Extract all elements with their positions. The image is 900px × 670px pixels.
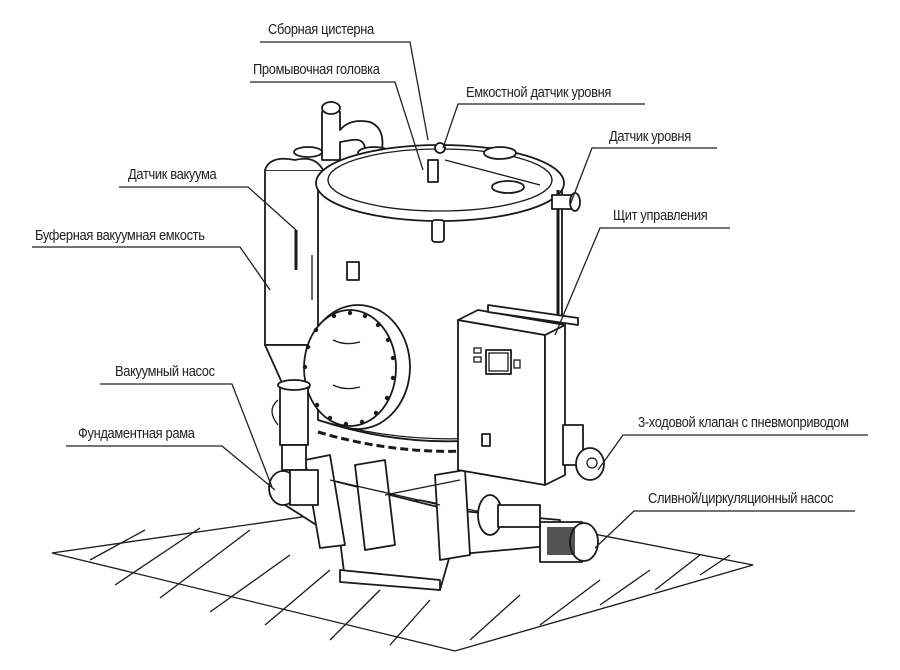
level-sensor [551,190,581,330]
drain-circulation-pump [477,494,599,563]
control-panel [457,304,579,486]
label-capacitive-level-sensor: Емкостной датчик уровня [466,84,612,101]
leader-lines [32,41,868,549]
label-level-sensor: Датчик уровня [609,128,691,145]
label-drain-circulation-pump: Сливной/циркуляционный насос [648,490,834,507]
vacuum-pump [268,379,319,506]
label-collection-tank: Сборная цистерна [268,21,374,38]
base-frame [284,454,561,591]
label-flushing-head: Промывочная головка [253,61,380,78]
label-buffer-vacuum-tank: Буферная вакуумная емкость [35,227,205,244]
buffer-vacuum-tank [264,146,324,386]
label-vacuum-sensor: Датчик вакуума [128,166,217,183]
label-control-panel: Щит управления [613,207,708,224]
label-three-way-valve: 3-ходовой клапан с пневмоприводом [638,414,849,431]
label-vacuum-pump: Вакуумный насос [115,363,215,380]
manhole-cover [302,304,411,430]
label-base-frame: Фундаментная рама [78,425,195,442]
three-way-valve [562,424,605,481]
